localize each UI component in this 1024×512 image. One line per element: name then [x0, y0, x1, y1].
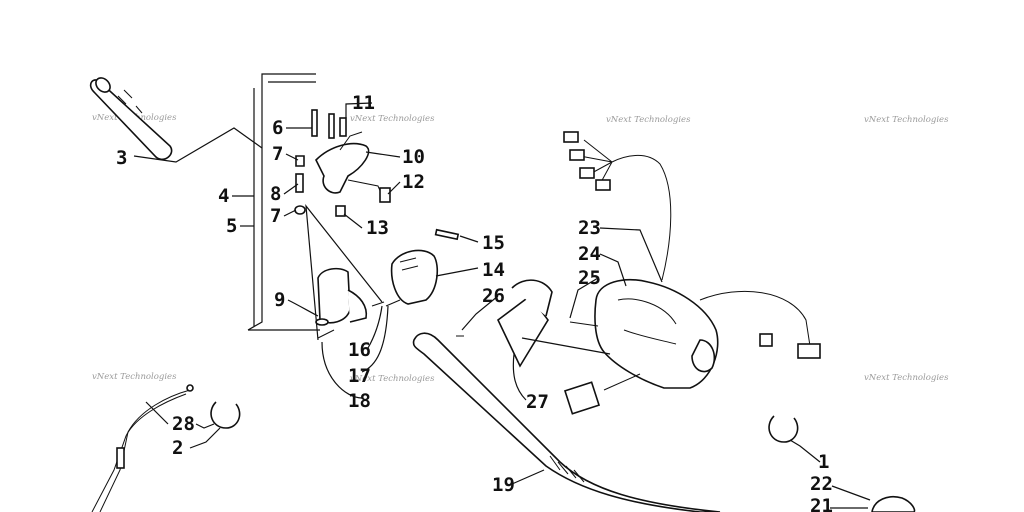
throttle-housing-part	[315, 267, 368, 326]
callout-label: 11	[352, 92, 375, 114]
mirror-part	[871, 496, 916, 512]
callout-label: 3	[116, 147, 127, 169]
callout-label: 22	[810, 473, 833, 495]
callout-label: 18	[348, 390, 371, 412]
watermark: vNext Technologies	[350, 374, 435, 384]
callout-label: 14	[482, 259, 505, 281]
callout-label: 10	[402, 146, 425, 168]
callout-label: 28	[172, 413, 195, 435]
callout-label: 19	[492, 474, 515, 496]
cover-plate-part	[456, 279, 553, 368]
bracket-frame	[247, 73, 320, 331]
callout-label: 2	[172, 437, 183, 459]
callout-labels: 1 2 3 4 5 6 7 7 8 9 10 11 12 13 14 15 16…	[116, 92, 833, 512]
callout-label: 27	[526, 391, 549, 413]
callout-label: 7	[272, 143, 283, 165]
callout-label: 26	[482, 285, 505, 307]
leader-lines	[133, 102, 871, 509]
callout-label: 21	[810, 495, 833, 512]
watermark: vNext Technologies	[350, 114, 435, 124]
callout-label: 17	[348, 365, 371, 387]
callout-label: 25	[578, 267, 601, 289]
callout-label: 13	[366, 217, 389, 239]
callout-label: 5	[226, 215, 237, 237]
callout-label: 8	[270, 183, 281, 205]
throttle-lever-part	[294, 109, 391, 217]
callout-label: 6	[272, 117, 283, 139]
watermark: vNext Technologies	[864, 373, 949, 383]
callout-label: 4	[218, 185, 229, 207]
callout-label: 7	[270, 205, 281, 227]
switch-housing-part	[390, 228, 460, 305]
handlebar-part	[412, 332, 721, 512]
watermark: vNext Technologies	[606, 115, 691, 125]
wiring-harness-part	[563, 131, 821, 415]
callout-label: 1	[818, 451, 829, 473]
callout-label: 12	[402, 171, 425, 193]
control-housing-part	[569, 278, 719, 389]
grip-part	[89, 77, 173, 161]
watermark: vNext Technologies	[864, 115, 949, 125]
callout-label: 9	[274, 289, 285, 311]
watermark: vNext Technologies	[92, 372, 177, 382]
callout-label: 23	[578, 217, 601, 239]
screws	[317, 299, 401, 339]
clip-rings	[210, 401, 799, 443]
callout-label: 24	[578, 243, 601, 265]
callout-label: 16	[348, 339, 371, 361]
throttle-cable-part	[91, 384, 194, 512]
callout-label: 15	[482, 232, 505, 254]
